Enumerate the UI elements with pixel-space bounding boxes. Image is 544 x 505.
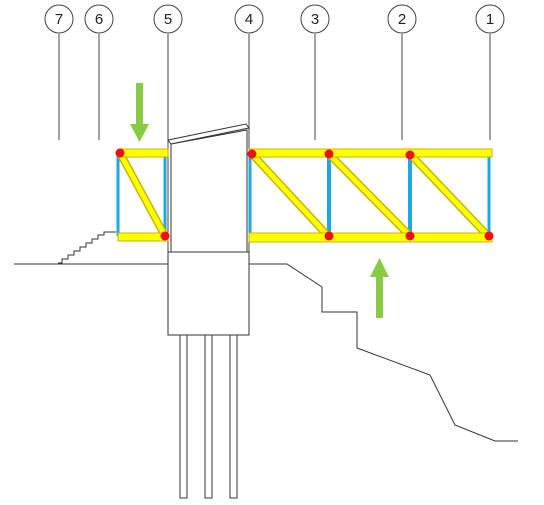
grid-axis-label: 4 [245, 11, 253, 28]
diagonal-member-fill [117, 150, 168, 239]
central-pier [167, 123, 250, 253]
node [324, 149, 334, 159]
top-chord [248, 148, 493, 158]
diagonal-member-fill [326, 151, 413, 239]
grid-axis-label: 1 [486, 11, 494, 28]
left-truss [115, 148, 170, 242]
grid-axis-label: 5 [164, 11, 172, 28]
pile [204, 334, 213, 499]
pier-cap [167, 123, 250, 145]
bottom-chord [248, 232, 493, 243]
node [324, 231, 334, 241]
top-chord [117, 148, 169, 158]
node [405, 150, 415, 160]
terrain [14, 231, 518, 442]
pile [229, 334, 238, 499]
diagonal-member-fill [249, 151, 331, 239]
arrow-up-icon [370, 258, 389, 318]
load-arrows [130, 83, 389, 318]
grid-axis-7: 7 [44, 4, 74, 140]
grid-axis-3: 3 [300, 4, 330, 140]
grid-axis-6: 6 [84, 4, 114, 140]
node [115, 148, 125, 158]
grid-axis-label: 2 [398, 11, 406, 28]
grid-axis-2: 2 [387, 4, 417, 140]
grid-axis-label: 7 [55, 11, 63, 28]
arrow-down-icon [130, 83, 149, 142]
grid-axis-1: 1 [475, 4, 505, 140]
grid-axis-label: 3 [311, 11, 319, 28]
main-truss [247, 148, 494, 243]
node [160, 231, 170, 241]
diagonal-member-fill [407, 151, 491, 239]
node [484, 231, 494, 241]
grid-axis-label: 6 [95, 11, 103, 28]
pile-cap [167, 251, 250, 336]
pile [179, 334, 188, 499]
ground-line-right [249, 263, 518, 442]
grid-axes: 7 6 5 4 3 2 1 [44, 4, 505, 335]
node [247, 149, 257, 159]
pier-body [170, 129, 248, 253]
bottom-chord [117, 232, 169, 242]
foundation [167, 251, 250, 499]
node [405, 231, 415, 241]
stairs [58, 231, 116, 264]
